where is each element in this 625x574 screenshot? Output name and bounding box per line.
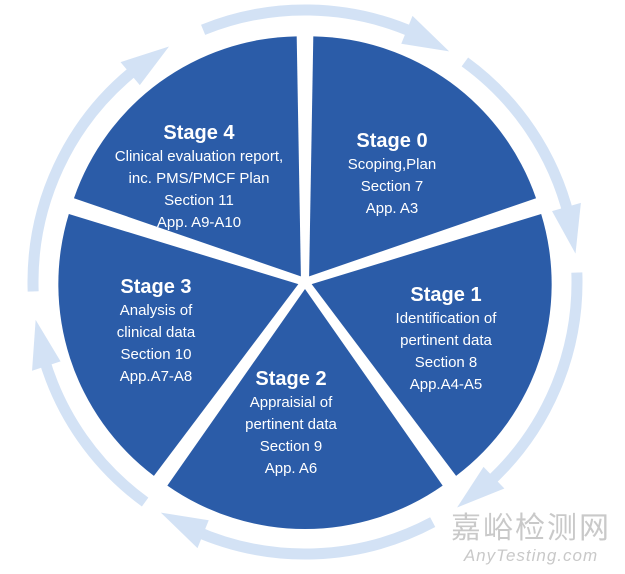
cycle-arrowhead-icon [457,466,505,508]
stage-3-line: App.A7-A8 [119,368,193,385]
stage-2-line: pertinent data [245,416,337,433]
cycle-arrowhead-icon [120,46,169,86]
watermark-chinese: 嘉峪检测网 [451,512,611,545]
stage-3-line: Section 10 [120,346,192,363]
cycle-arrowhead-icon [32,319,61,371]
stage-1-line: pertinent data [400,332,492,349]
cycle-arrowhead-icon [160,512,209,549]
stage-3-label: Stage 3 Analysis of clinical data Sectio… [117,274,195,388]
cycle-arrowhead-icon [401,15,450,52]
stage-2-title: Stage 2 [255,368,327,390]
stage-3-slice [58,213,299,476]
stage-1-label: Stage 1 Identification of pertinent data… [396,282,497,396]
cycle-arrowhead-icon [552,202,581,254]
cycle-arrow-arc [461,57,575,218]
watermark-english: AnyTesting.com [463,546,599,565]
stage-4-label: Stage 4 Clinical evaluation report, inc.… [115,120,283,234]
stage-4-line: Section 11 [164,192,234,209]
stage-3-title: Stage 3 [120,276,192,298]
stage-0-line: Section 7 [360,178,424,195]
stage-2-label: Stage 2 Appraisial of pertinent data Sec… [245,366,337,480]
stage-4-title: Stage 4 [163,122,235,144]
stage-2-line: App. A6 [264,460,318,477]
stage-0-line: App. A3 [365,200,419,217]
stage-1-line: Identification of [395,310,497,327]
stage-2-line: Section 9 [259,438,323,455]
stage-4-slice [73,36,301,277]
stage-2-slice [167,289,443,530]
stage-0-label: Stage 0 Scoping,Plan Section 7 App. A3 [348,128,436,220]
stage-4-line: inc. PMS/PMCF Plan [128,170,270,187]
cycle-arrow-arc [201,4,418,39]
stage-2-line: Appraisial of [249,394,333,411]
stage-1-slice [311,213,552,476]
stage-0-title: Stage 0 [356,130,428,152]
stage-0-slice [309,36,537,277]
cycle-arrow-arc [38,355,149,507]
stage-1-line: App.A4-A5 [409,376,483,393]
cycle-arrow-arc [483,272,583,489]
stage-1-line: Section 8 [414,354,478,371]
watermark: 嘉峪检测网 AnyTesting.com [451,512,611,566]
stage-4-line: Clinical evaluation report, [114,148,284,165]
cycle-arrow-arc [192,517,436,560]
cycle-arrow-arc [27,63,141,292]
stage-3-line: Analysis of [119,302,193,319]
stage-1-title: Stage 1 [410,284,482,306]
stage-4-line: App. A9-A10 [156,214,242,231]
stage-3-line: clinical data [116,324,196,341]
stage-0-line: Scoping,Plan [347,156,437,173]
